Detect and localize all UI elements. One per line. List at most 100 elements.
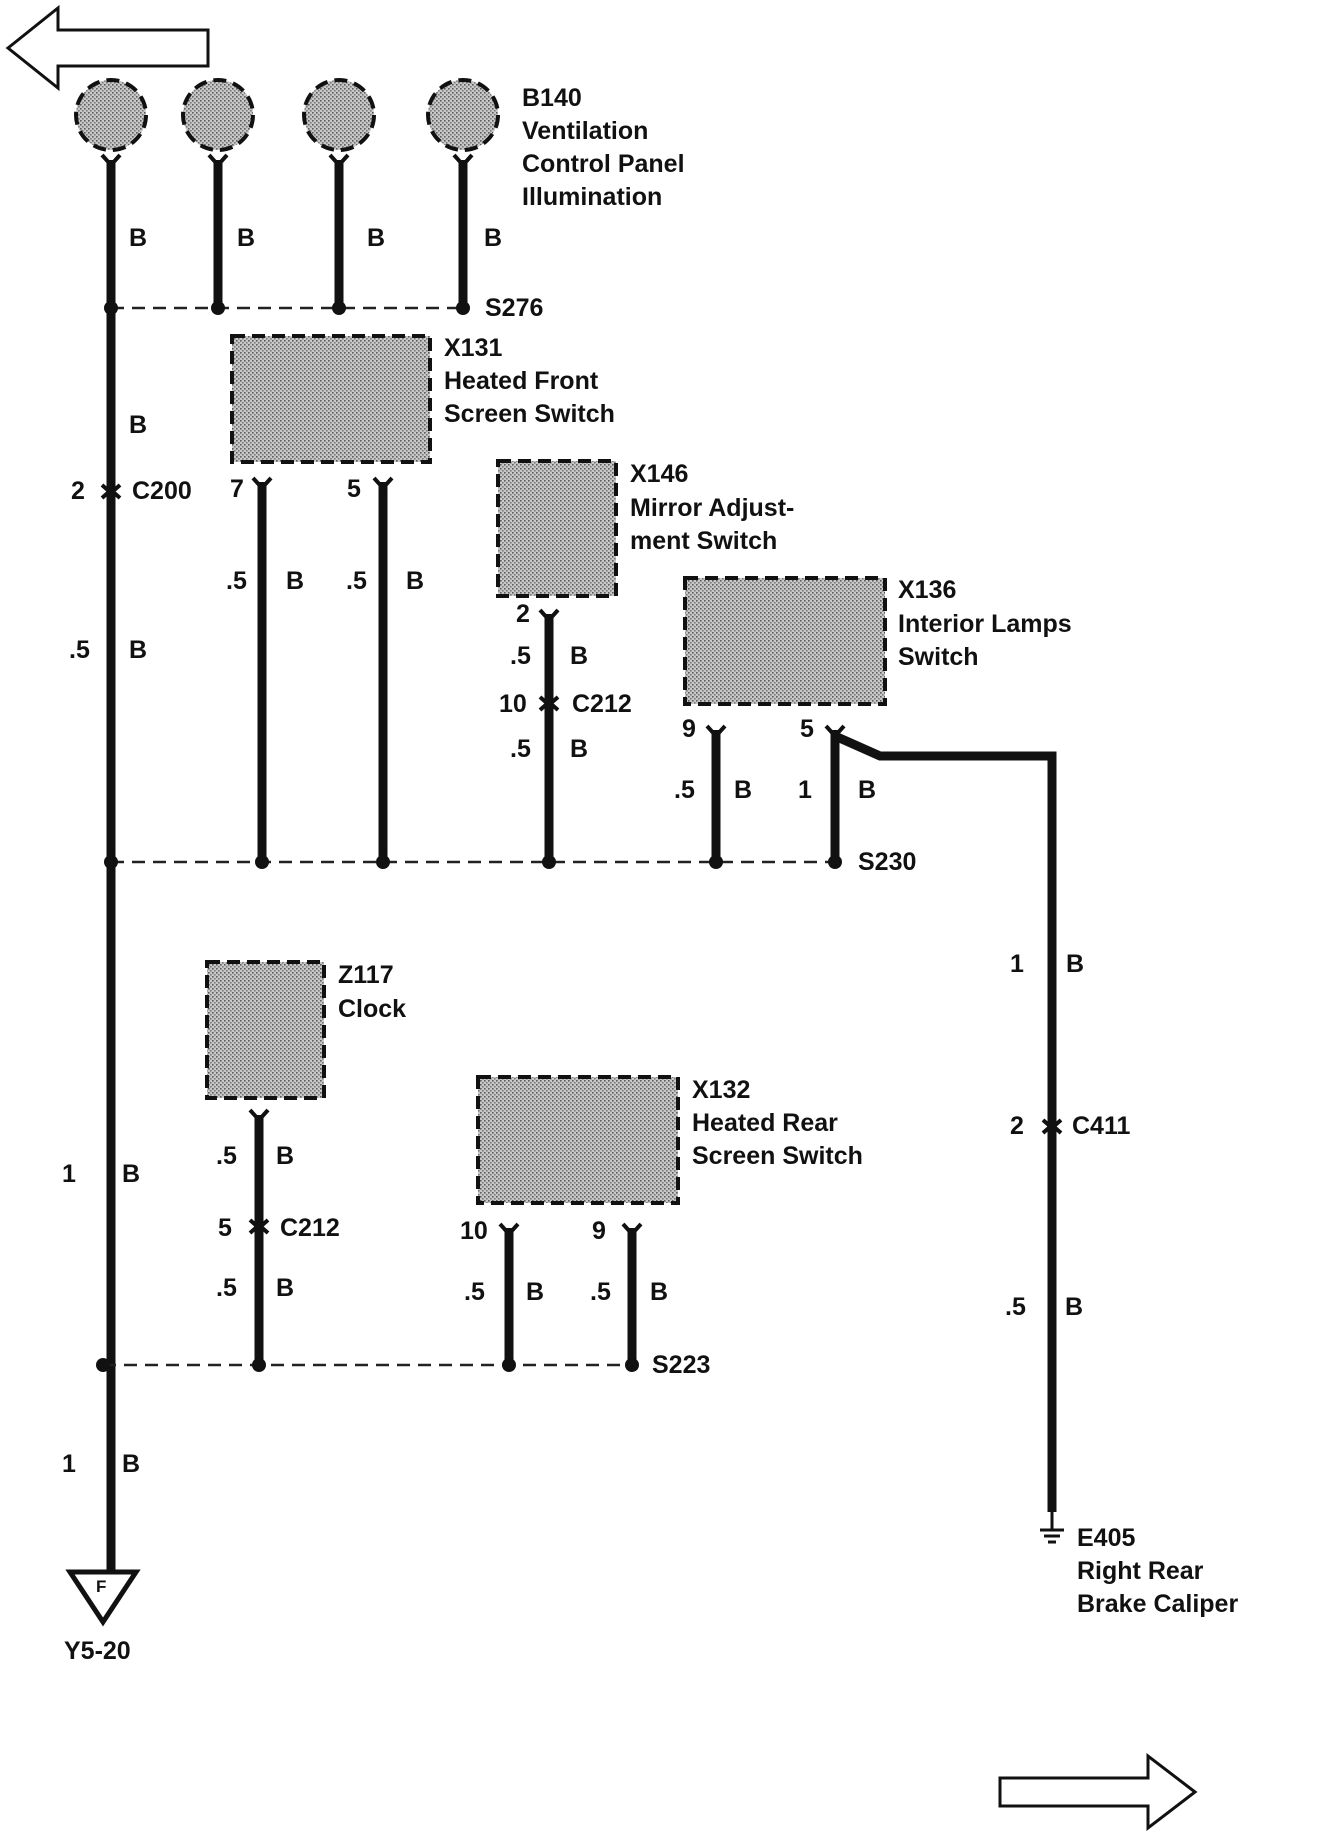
wire-size-label: .5 <box>226 567 247 595</box>
x136-pin-a: 9 <box>682 715 696 743</box>
ground-icon <box>1040 1512 1064 1544</box>
splice-label-s276: S276 <box>485 294 543 322</box>
bulb-icon <box>181 78 255 152</box>
wire-color-label: B <box>122 1450 140 1478</box>
c200-id: C200 <box>132 477 192 505</box>
bulb-icon <box>302 78 376 152</box>
ground-reference-page: Y5-20 <box>64 1637 131 1665</box>
x131-id: X131 <box>444 334 502 362</box>
x132-id: X132 <box>692 1076 750 1104</box>
z117-name-line-1: Clock <box>338 995 406 1023</box>
splice-dot <box>456 301 470 315</box>
wire-size-label: 1 <box>62 1450 76 1478</box>
z117-id: Z117 <box>338 961 394 989</box>
pin-icon <box>372 476 394 491</box>
wire-size-label: 1 <box>1010 950 1024 978</box>
wire-color-label: B <box>1065 1293 1083 1321</box>
wire-size-label: .5 <box>674 776 695 804</box>
splice-dot <box>502 1358 516 1372</box>
wire-size-label: .5 <box>216 1142 237 1170</box>
c212-clock-pin: 5 <box>218 1214 232 1242</box>
x131-name-line-1: Heated Front <box>444 367 599 395</box>
splice-label-s230: S230 <box>858 848 916 876</box>
arrow-left-icon[interactable] <box>5 4 210 92</box>
ground-reference-letter: F <box>96 1577 106 1596</box>
x136-id: X136 <box>898 576 956 604</box>
splice-dot <box>625 1358 639 1372</box>
splice-dot <box>252 1358 266 1372</box>
b140-id: B140 <box>522 84 582 112</box>
splice-dot <box>332 301 346 315</box>
wire-color-label: B <box>406 567 424 595</box>
pin-icon <box>452 153 474 168</box>
c411-pin: 2 <box>1010 1112 1024 1140</box>
wire-color-label: B <box>570 642 588 670</box>
x146-id: X146 <box>630 460 688 488</box>
wire-size-label: .5 <box>1005 1293 1026 1321</box>
x132-name-line-2: Screen Switch <box>692 1142 863 1170</box>
x131-pin-a: 7 <box>230 475 244 503</box>
x131-name-line-2: Screen Switch <box>444 400 615 428</box>
wire-size-label: 1 <box>798 776 812 804</box>
e405-name-line-2: Brake Caliper <box>1077 1590 1238 1618</box>
pin-icon <box>538 608 560 623</box>
x136-component-box <box>683 576 887 706</box>
x132-component-box <box>476 1075 680 1205</box>
ground-reference-icon <box>65 1569 141 1627</box>
b140-name-line-1: Ventilation <box>522 117 648 145</box>
x136-name-line-1: Interior Lamps <box>898 610 1072 638</box>
wire-color-label: B <box>367 224 385 252</box>
x136-name-line-2: Switch <box>898 643 979 671</box>
wire-color-label: B <box>276 1142 294 1170</box>
wire-color-label: B <box>129 636 147 664</box>
pin-icon <box>621 1222 643 1237</box>
e405-name-line-1: Right Rear <box>1077 1557 1204 1585</box>
ground-wire-e405 <box>833 731 1057 1512</box>
x131-pin-b: 5 <box>347 475 361 503</box>
splice-dot <box>709 855 723 869</box>
wire-color-label: B <box>122 1160 140 1188</box>
arrow-right-icon[interactable] <box>998 1752 1198 1832</box>
splice-dot <box>376 855 390 869</box>
connector-icon <box>100 483 122 500</box>
wire-color-label: B <box>858 776 876 804</box>
pin-icon <box>251 476 273 491</box>
c212-mirror-id: C212 <box>572 690 632 718</box>
wire-size-label: .5 <box>216 1274 237 1302</box>
wire-size-label: .5 <box>464 1278 485 1306</box>
x131-component-box <box>230 334 432 464</box>
wire-size-label: .5 <box>69 636 90 664</box>
x146-name-line-1: Mirror Adjust- <box>630 494 794 522</box>
bulb-icon <box>426 78 500 152</box>
x146-component-box <box>496 459 618 598</box>
wire-color-label: B <box>484 224 502 252</box>
splice-dot <box>542 855 556 869</box>
x136-pin-b: 5 <box>800 715 814 743</box>
x132-name-line-1: Heated Rear <box>692 1109 838 1137</box>
pin-icon <box>100 153 122 168</box>
wire-color-label: B <box>276 1274 294 1302</box>
bulb-icon <box>74 78 148 152</box>
b140-bulbs <box>74 78 500 152</box>
splice-dot <box>828 855 842 869</box>
wire-color-label: B <box>570 735 588 763</box>
pin-icon <box>248 1108 270 1123</box>
wire-size-label: .5 <box>346 567 367 595</box>
splice-label-s223: S223 <box>652 1351 710 1379</box>
c411-id: C411 <box>1072 1112 1130 1140</box>
pin-icon <box>498 1222 520 1237</box>
splice-dot <box>255 855 269 869</box>
splice-dot <box>104 855 118 869</box>
wire-size-label: 1 <box>62 1160 76 1188</box>
x146-name-line-2: ment Switch <box>630 527 777 555</box>
c212-mirror-pin: 10 <box>499 690 527 718</box>
wire-size-label: .5 <box>510 642 531 670</box>
wire-color-label: B <box>1066 950 1084 978</box>
c200-pin: 2 <box>71 477 85 505</box>
wire-color-label: B <box>286 567 304 595</box>
wire-size-label: .5 <box>510 735 531 763</box>
wire-size-label: .5 <box>590 1278 611 1306</box>
pin-icon <box>705 724 727 739</box>
b140-name-line-3: Illumination <box>522 183 662 211</box>
